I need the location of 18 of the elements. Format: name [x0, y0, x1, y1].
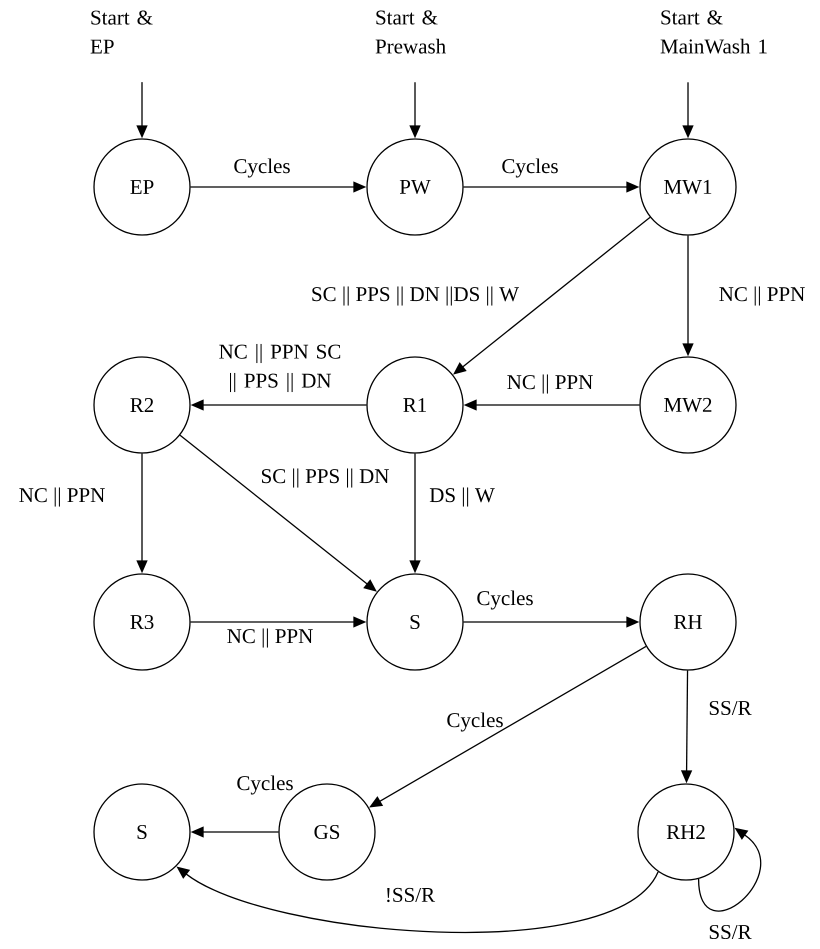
edge-label: SC || PPS || DN	[262, 468, 389, 488]
start-label: Start & EP	[90, 10, 153, 54]
edge-label: NC || PPN	[719, 286, 805, 306]
start-label: Start & Prewash	[376, 10, 446, 54]
edge-label: SS/R	[710, 924, 752, 940]
edge-label: Cycles	[234, 158, 290, 178]
edge-label: SC || PPS || DN ||DS || W	[312, 286, 519, 306]
edge-label: DS || W	[430, 487, 495, 507]
edge-label: Cycles	[502, 158, 558, 178]
edge-label: Cycles	[447, 712, 503, 732]
edge-label: Cycles	[477, 590, 533, 610]
start-label: Start & MainWash 1	[660, 10, 767, 54]
edge-label: SS/R	[710, 700, 752, 716]
edge-label: NC || PPN	[19, 487, 105, 507]
edge-label: !SS/R	[387, 888, 436, 902]
edge-label: NC || PPN SC || PPS || DN	[219, 344, 340, 392]
edge-label: NC || PPN	[507, 374, 593, 394]
edge-label: NC || PPN	[227, 628, 313, 648]
